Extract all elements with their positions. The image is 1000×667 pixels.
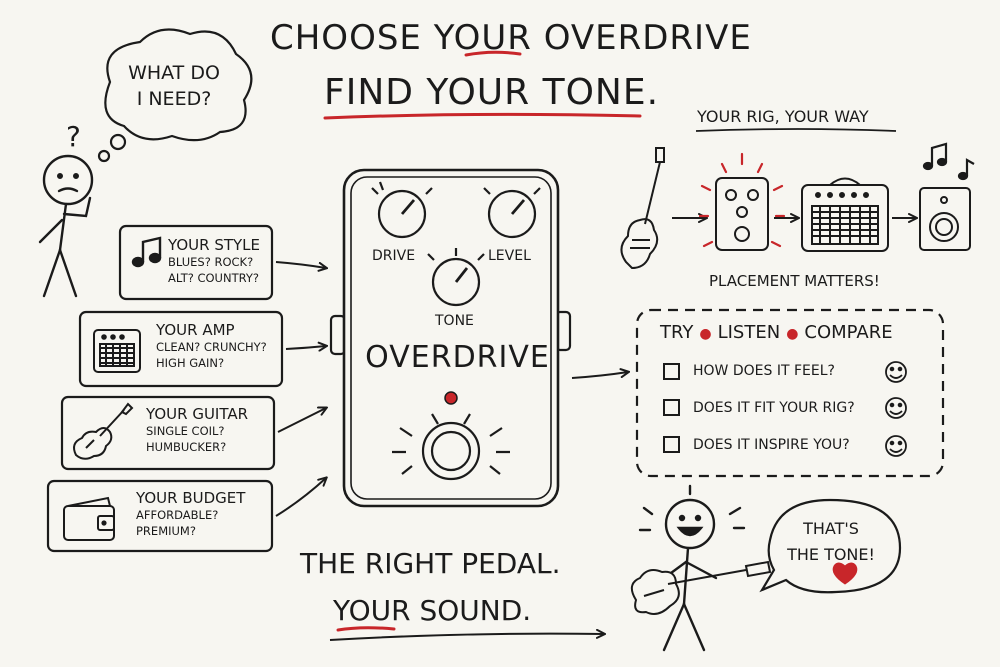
footer-word-sound: Sound. (419, 594, 532, 627)
music-note-icon (131, 236, 162, 268)
knob-level-label: Level (488, 248, 531, 264)
knob-tone (427, 248, 485, 307)
speech-line-2: the tone! (787, 545, 875, 564)
checklist-item-2: Does it fit your rig? (693, 400, 855, 416)
happy-guitarist-figure (638, 484, 746, 652)
smiley-icon (885, 361, 907, 383)
factor-line-2: Premium? (136, 524, 196, 538)
title-line-1: Choose Your Overdrive (270, 18, 752, 58)
checkbox-1 (663, 363, 680, 380)
step-dot: ● (786, 326, 799, 342)
checklist-steps: Try ● Listen ● Compare (660, 322, 893, 343)
knob-tone-label: Tone (435, 313, 474, 329)
title-word-overdrive: Overdrive (543, 18, 752, 58)
factor-line-1: Blues? Rock? (168, 255, 254, 269)
factor-line-1: Single Coil? (146, 424, 225, 438)
checkboxes (663, 363, 680, 453)
factor-line-2: Alt? Country? (168, 271, 259, 285)
factor-line-2: High Gain? (156, 356, 225, 370)
pedal-name: Overdrive (365, 340, 550, 375)
factor-budget-text: Your Budget Affordable? Premium? (136, 489, 245, 539)
step-dot: ● (699, 326, 712, 342)
step-compare: Compare (804, 322, 893, 343)
factor-card-amp (78, 310, 284, 388)
footer-word-your: Your (333, 594, 411, 627)
thought-bubble-text: What do I need? (114, 60, 234, 112)
knob-drive (371, 181, 433, 239)
arrow-style (275, 261, 326, 268)
rig-heading: Your Rig, Your Way (697, 107, 869, 126)
factor-line-2: Humbucker? (146, 440, 227, 454)
footer-line-1: The right pedal. (300, 547, 561, 580)
knob-level (483, 187, 541, 239)
footer-line-2: Your Sound. (333, 594, 531, 627)
thought-line-1: What do (128, 62, 220, 84)
title-underline-your (464, 50, 522, 57)
heart-icon (832, 562, 858, 585)
arrow-to-checklist (571, 372, 628, 379)
factor-amp-text: Your Amp Clean? Crunchy? High Gain? (156, 321, 267, 371)
factor-title: Your Style (168, 236, 260, 254)
question-mark: ? (66, 120, 81, 153)
thought-line-2: I need? (136, 88, 212, 110)
factor-guitar-text: Your Guitar Single Coil? Humbucker? (146, 405, 248, 455)
wallet-icon (63, 496, 115, 541)
guitar-icon (73, 402, 134, 460)
factor-style-text: Your Style Blues? Rock? Alt? Country? (168, 236, 260, 286)
thought-cloud (97, 28, 253, 163)
thinking-figure (38, 154, 94, 298)
step-listen: Listen (717, 322, 781, 343)
speech-bubble-text: That's the tone! (781, 516, 881, 568)
title-underline-tone (323, 112, 642, 120)
title-line-2: Find Your Tone. (324, 72, 660, 113)
rig-guitar-icon (620, 147, 665, 270)
factor-line-1: Affordable? (136, 508, 219, 522)
footer-underline-your (336, 626, 396, 632)
factor-card-guitar (60, 395, 276, 471)
overdrive-pedal (329, 168, 572, 508)
arrow-guitar (277, 408, 326, 433)
footswitch (392, 413, 510, 481)
checklist-item-3: Does it inspire you? (693, 437, 850, 453)
checklist-item-1: How does it feel? (693, 363, 835, 379)
checkbox-3 (663, 436, 680, 453)
guitarist-guitar-icon (630, 560, 772, 615)
factor-title: Your Guitar (146, 405, 249, 423)
smiley-icons (885, 361, 907, 457)
placement-note: Placement matters! (709, 272, 880, 290)
footer-arrow (329, 634, 604, 641)
arrow-amp (285, 346, 326, 349)
speech-bubble (759, 498, 902, 594)
rig-speaker-icon (919, 187, 971, 251)
title-word-your: Your (433, 18, 532, 58)
rig-pedal-glow (698, 152, 786, 248)
factor-card-budget (46, 479, 274, 553)
factor-title: Your Budget (136, 489, 246, 507)
title-word-choose: Choose (270, 18, 422, 58)
amp-icon (93, 329, 141, 373)
smiley-icon (885, 397, 907, 419)
factor-line-1: Clean? Crunchy? (156, 340, 267, 354)
rig-amp-icon (801, 177, 889, 252)
status-led (444, 391, 458, 405)
speech-line-1: That's (803, 519, 859, 538)
knob-drive-label: Drive (372, 248, 416, 264)
arrow-budget (275, 478, 326, 517)
step-try: Try (660, 322, 694, 343)
checklist-box (635, 308, 945, 478)
smiley-icon (885, 435, 907, 457)
rig-underline (695, 128, 897, 132)
music-notes-icon (922, 142, 975, 181)
rig-pedal-icon (715, 177, 769, 251)
checkbox-2 (663, 399, 680, 416)
factor-card-style (118, 224, 274, 301)
factor-title: Your Amp (156, 321, 235, 339)
